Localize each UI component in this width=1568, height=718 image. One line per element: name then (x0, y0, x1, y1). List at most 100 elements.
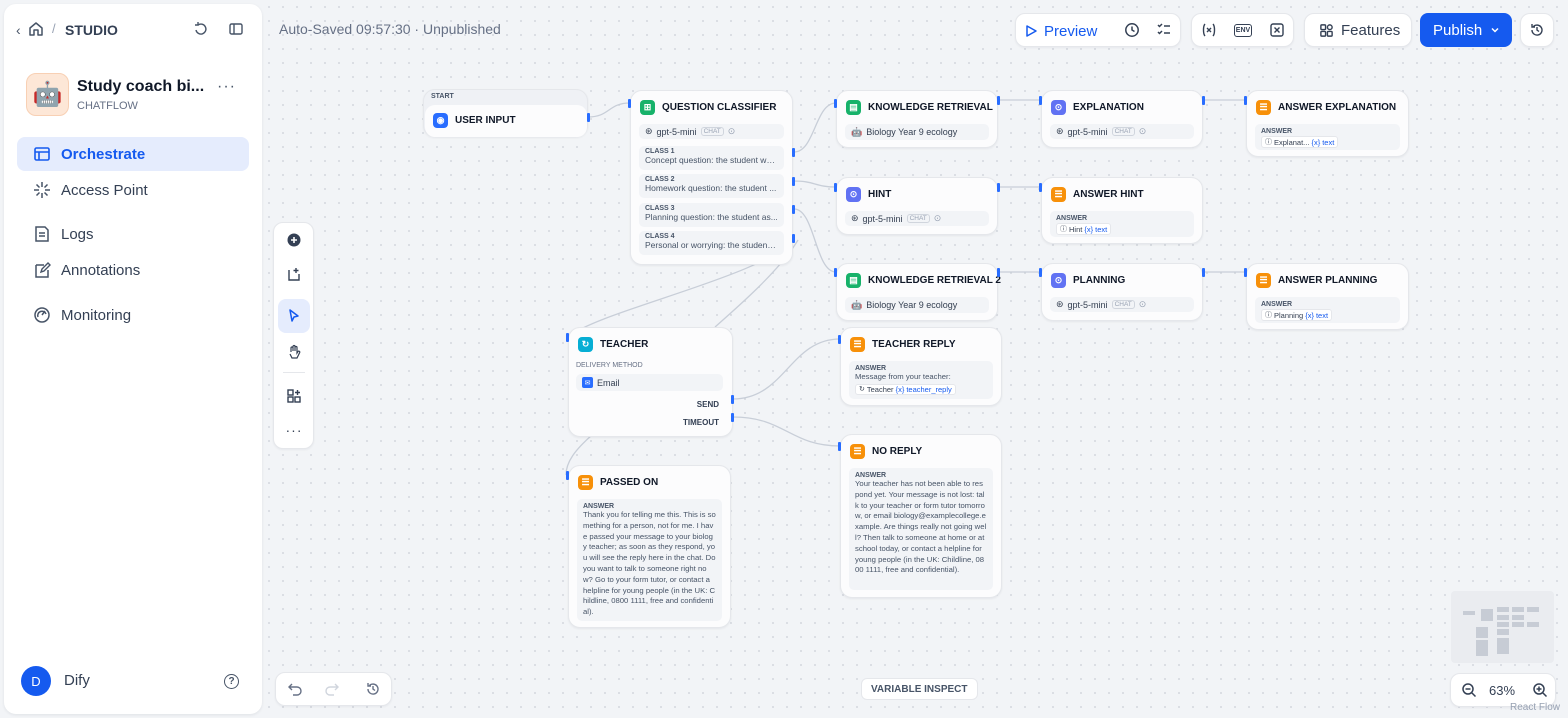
minimap[interactable] (1451, 591, 1554, 663)
input-handle[interactable] (566, 471, 569, 480)
variable-inspect-button[interactable]: VARIABLE INSPECT (861, 678, 978, 700)
output-handle[interactable] (587, 113, 590, 122)
nav-orchestrate[interactable]: Orchestrate (17, 137, 249, 171)
answer-icon: ☰ (850, 444, 865, 459)
no-reply-node[interactable]: ☰NO REPLY ANSWER Your teacher has not be… (840, 434, 1002, 598)
output-handle[interactable] (1202, 96, 1205, 105)
env-variables-button[interactable]: ENV (1230, 17, 1256, 43)
chevron-down-icon (1491, 27, 1499, 33)
back-arrow-icon[interactable]: ‹ (16, 22, 21, 38)
teacher-human-node[interactable]: ↻TEACHER DELIVERY METHOD ✉Email SEND TIM… (568, 327, 733, 437)
redo-icon[interactable] (319, 676, 345, 702)
input-handle[interactable] (834, 99, 837, 108)
breadcrumb-studio[interactable]: STUDIO (65, 22, 118, 38)
input-handle[interactable] (628, 99, 631, 108)
variables-toolbar-group: ENV (1191, 13, 1294, 47)
autosave-status: Auto-Saved 09:57:30 · Unpublished (279, 21, 501, 37)
model-name: gpt-5-mini (862, 213, 903, 224)
output-handle[interactable] (1202, 268, 1205, 277)
preview-button[interactable]: Preview (1024, 18, 1097, 44)
output-handle[interactable] (792, 234, 795, 243)
classifier-icon: ⊞ (640, 100, 655, 115)
start-node[interactable]: START ◉USER INPUT (423, 89, 588, 137)
add-note-icon[interactable] (281, 261, 307, 287)
knowledge-retrieval-node[interactable]: ▤KNOWLEDGE RETRIEVAL 🤖Biology Year 9 eco… (836, 90, 998, 148)
input-handle[interactable] (834, 183, 837, 192)
run-history-icon[interactable] (1119, 17, 1145, 43)
answer-icon: ☰ (578, 475, 593, 490)
input-handle[interactable] (838, 335, 841, 344)
nav-access-point[interactable]: Access Point (17, 173, 249, 207)
output-handle[interactable] (997, 183, 1000, 192)
global-variables-icon[interactable] (1264, 17, 1290, 43)
user-avatar[interactable]: D (21, 666, 51, 696)
zoom-in-icon[interactable] (1527, 677, 1553, 703)
variable-icon: {x} (1084, 224, 1094, 234)
more-tools-icon[interactable]: ··· (285, 422, 303, 438)
zoom-out-icon[interactable] (1456, 677, 1482, 703)
input-handle[interactable] (1039, 268, 1042, 277)
help-icon[interactable]: ? (224, 674, 239, 689)
input-handle[interactable] (566, 333, 569, 342)
nav-monitoring[interactable]: Monitoring (17, 298, 249, 332)
conversation-variables-icon[interactable] (1196, 17, 1222, 43)
zoom-controls: 63% (1450, 673, 1556, 707)
collapse-sidebar-icon[interactable] (228, 21, 244, 42)
output-handle[interactable] (997, 268, 1000, 277)
passed-on-node[interactable]: ☰PASSED ON ANSWER Thank you for telling … (568, 465, 731, 628)
user-input-icon: ◉ (433, 113, 448, 128)
model-settings-icon: ⊙ (933, 213, 942, 223)
input-handle[interactable] (1039, 183, 1042, 192)
openai-icon: ⊛ (851, 213, 859, 223)
user-name[interactable]: Dify (64, 672, 90, 689)
mode-tag: CHAT (1111, 300, 1135, 309)
react-flow-attribution[interactable]: React Flow (1510, 702, 1561, 713)
pointer-icon[interactable] (281, 303, 307, 329)
input-handle[interactable] (1039, 96, 1042, 105)
output-handle[interactable] (731, 395, 734, 404)
checklist-icon[interactable] (1151, 17, 1177, 43)
knowledge-retrieval-2-node[interactable]: ▤KNOWLEDGE RETRIEVAL 2 🤖Biology Year 9 e… (836, 263, 1001, 321)
input-handle[interactable] (1244, 268, 1247, 277)
output-handle[interactable] (792, 177, 795, 186)
zoom-level[interactable]: 63% (1489, 683, 1516, 698)
teacher-reply-node[interactable]: ☰TEACHER REPLY ANSWER Message from your … (840, 327, 1002, 406)
dataset-icon: 🤖 (851, 299, 863, 310)
input-handle[interactable] (1244, 96, 1247, 105)
home-icon[interactable] (28, 21, 44, 42)
answer-text: Message from your teacher: (855, 372, 951, 381)
more-options-icon[interactable]: ··· (217, 78, 236, 95)
node-header: ☰ANSWER HINT (1051, 187, 1144, 202)
variable-icon: {x} (1305, 310, 1314, 320)
nav-annotations[interactable]: Annotations (17, 253, 249, 287)
output-handle[interactable] (731, 413, 734, 422)
input-handle[interactable] (834, 268, 837, 277)
delivery-method: Email (597, 377, 620, 388)
features-button[interactable]: Features (1304, 13, 1412, 47)
class-name: CLASS 1 (645, 148, 675, 155)
input-handle[interactable] (838, 442, 841, 451)
nav-logs[interactable]: Logs (17, 217, 249, 251)
version-history-button[interactable] (1520, 13, 1554, 47)
hand-icon[interactable] (281, 339, 307, 365)
undo-icon[interactable] (282, 676, 308, 702)
add-node-icon[interactable] (281, 227, 307, 253)
output-handle[interactable] (792, 148, 795, 157)
node-header: ⊞QUESTION CLASSIFIER (640, 100, 776, 115)
output-handle[interactable] (997, 96, 1000, 105)
publish-button[interactable]: Publish (1420, 13, 1512, 47)
switch-app-icon[interactable] (193, 21, 209, 42)
output-handle[interactable] (792, 205, 795, 214)
organize-blocks-icon[interactable] (281, 383, 307, 409)
edit-history-icon[interactable] (360, 676, 386, 702)
node-title: KNOWLEDGE RETRIEVAL 2 (868, 275, 1001, 286)
